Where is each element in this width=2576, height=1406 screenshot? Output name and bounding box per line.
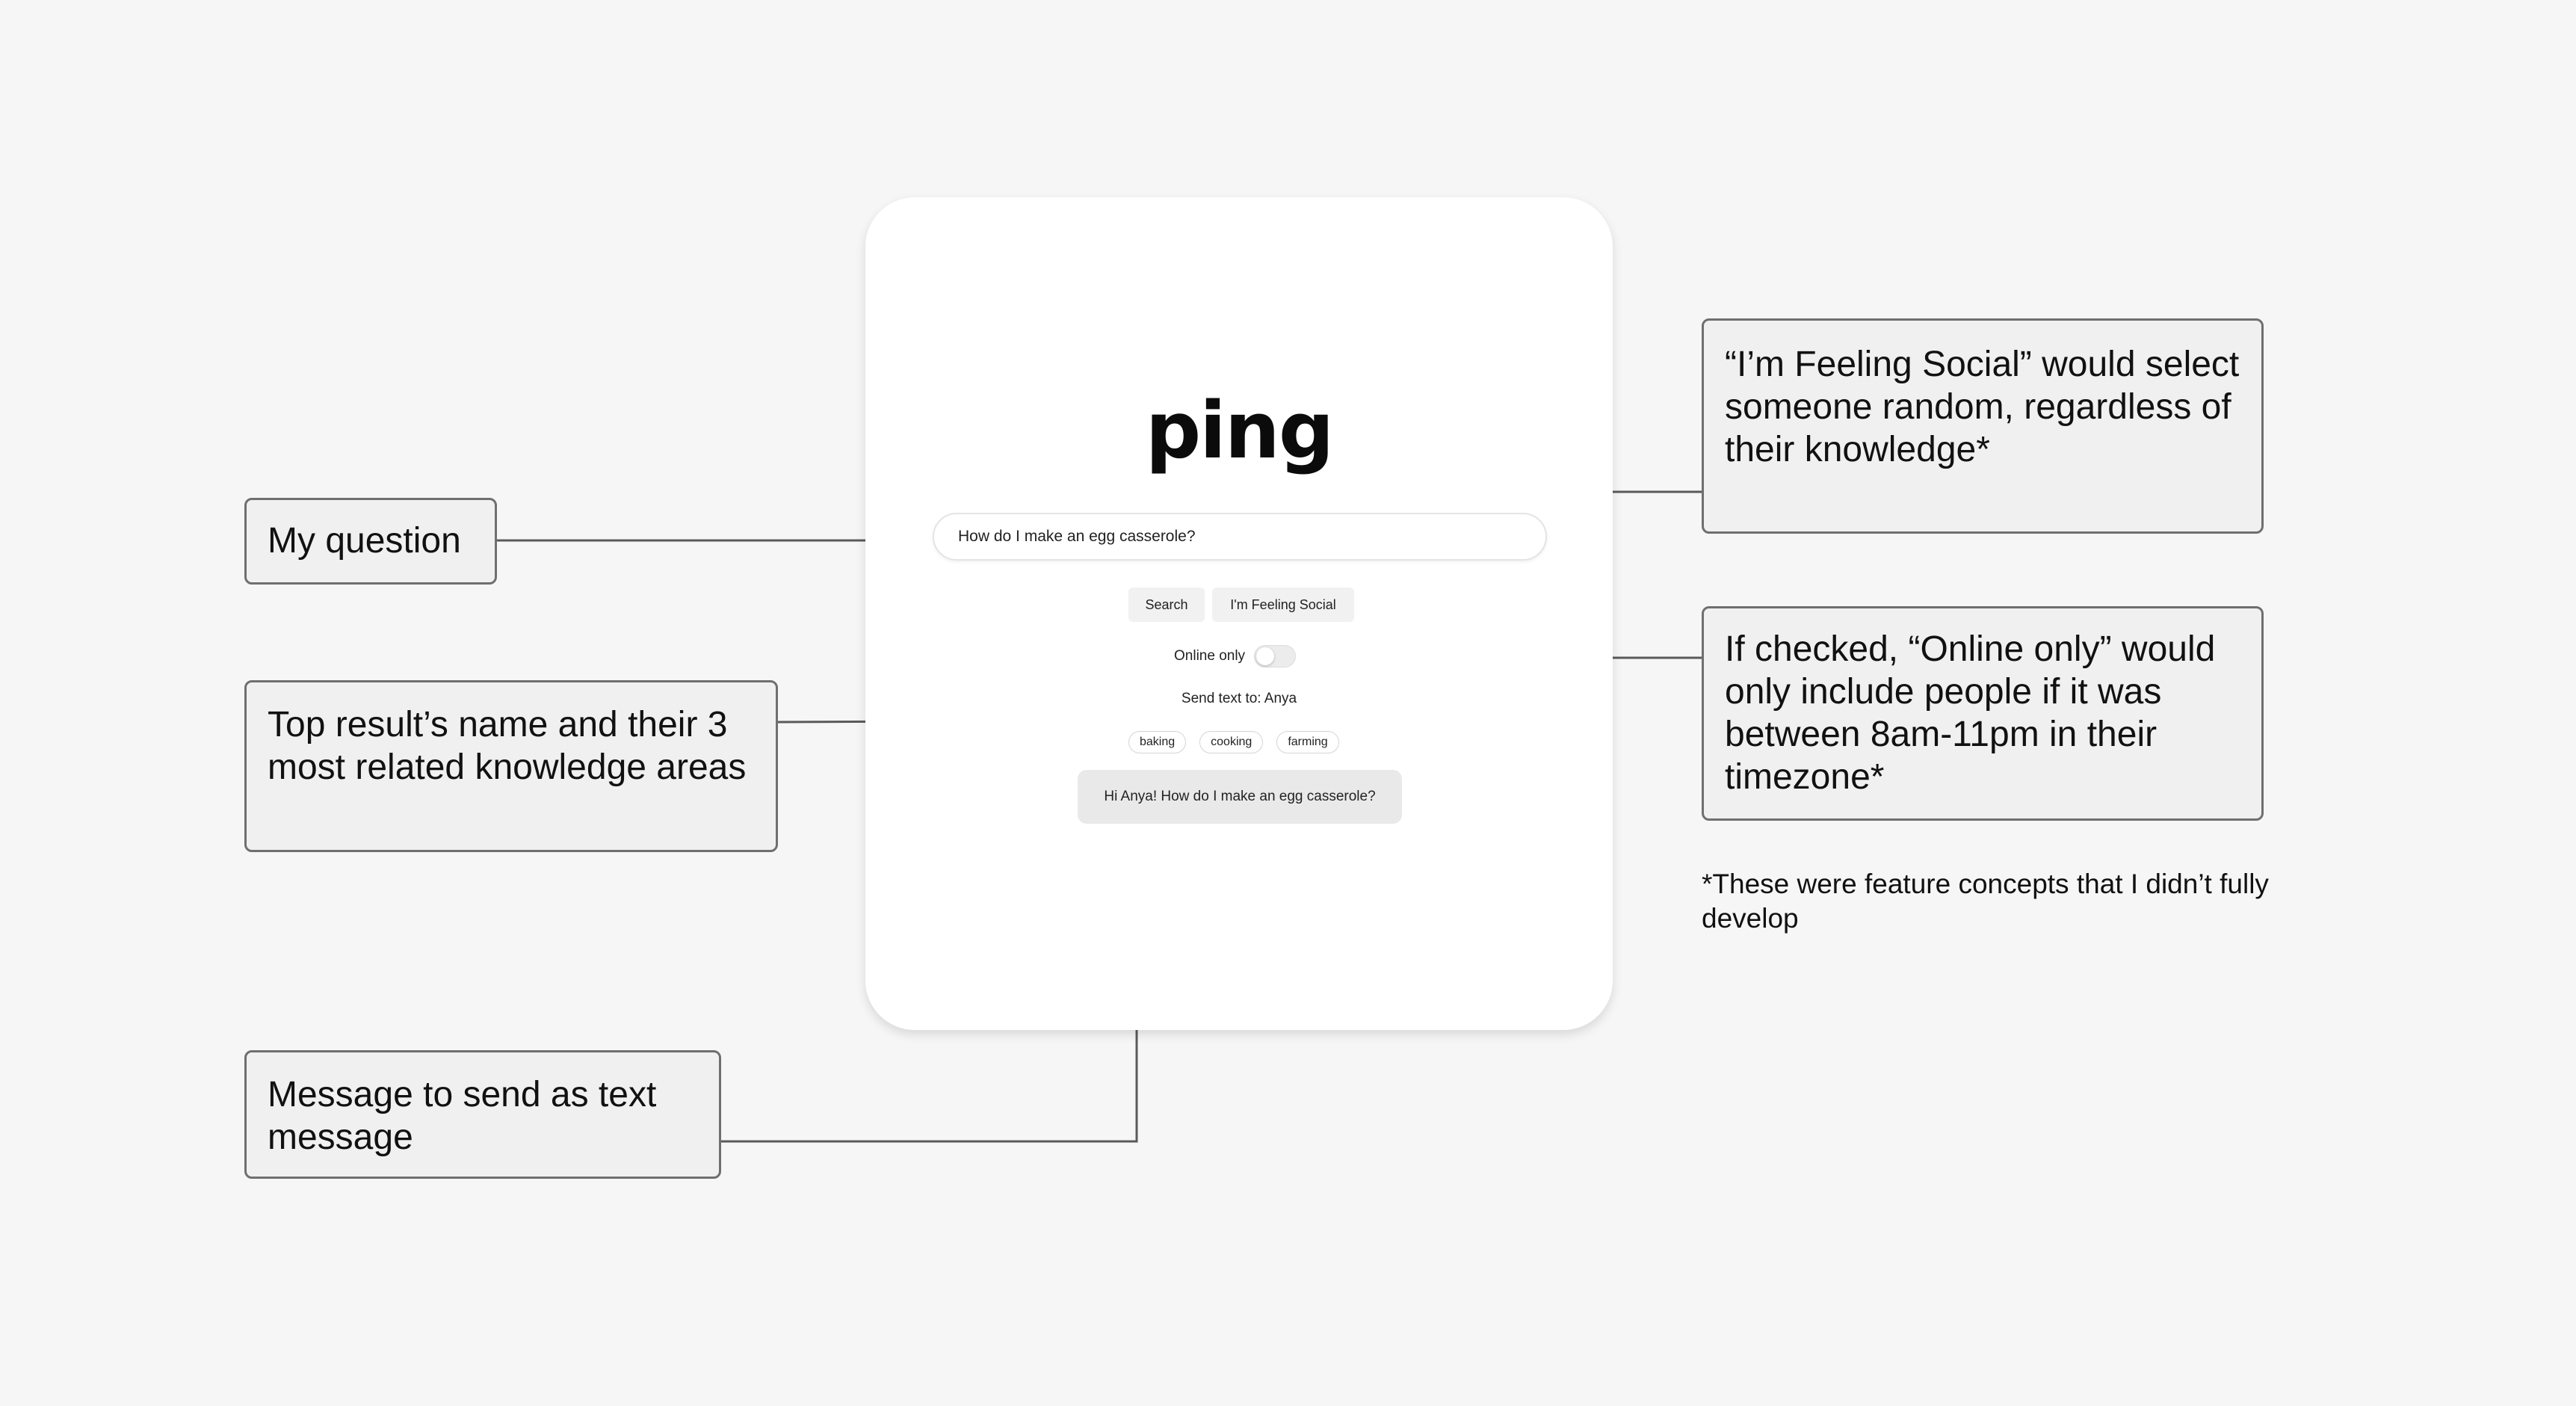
callout-message-to-send: Message to send as text message xyxy=(244,1050,721,1179)
tag-baking: baking xyxy=(1128,731,1187,753)
feeling-social-button[interactable]: I'm Feeling Social xyxy=(1212,588,1354,622)
search-button[interactable]: Search xyxy=(1128,588,1205,622)
tag-farming: farming xyxy=(1276,731,1339,753)
knowledge-tags: baking cooking farming xyxy=(1128,731,1339,753)
callout-top-result: Top result’s name and their 3 most relat… xyxy=(244,680,778,852)
callout-feeling-social: “I’m Feeling Social” would select someon… xyxy=(1702,318,2264,534)
message-textbox[interactable]: Hi Anya! How do I make an egg casserole? xyxy=(1078,770,1402,824)
search-input-value: How do I make an egg casserole? xyxy=(958,528,1196,545)
online-only-row: Online only xyxy=(1174,643,1297,670)
callout-my-question: My question xyxy=(244,498,497,585)
send-text-to-label: Send text to: Anya xyxy=(865,691,1613,707)
send-text-to-text: Send text to: Anya xyxy=(1181,691,1297,706)
online-only-toggle[interactable] xyxy=(1254,645,1297,667)
toggle-knob xyxy=(1256,647,1275,665)
ping-logo: ping xyxy=(1145,385,1335,476)
tag-cooking: cooking xyxy=(1199,731,1264,753)
app-card: ping How do I make an egg casserole? Sea… xyxy=(865,197,1613,1030)
callout-online-only: If checked, “Online only” would only inc… xyxy=(1702,606,2264,821)
online-only-label: Online only xyxy=(1174,648,1246,664)
search-input[interactable]: How do I make an egg casserole? xyxy=(933,513,1547,561)
footnote: *These were feature concepts that I didn… xyxy=(1702,869,2269,934)
message-text: Hi Anya! How do I make an egg casserole? xyxy=(1104,789,1376,804)
